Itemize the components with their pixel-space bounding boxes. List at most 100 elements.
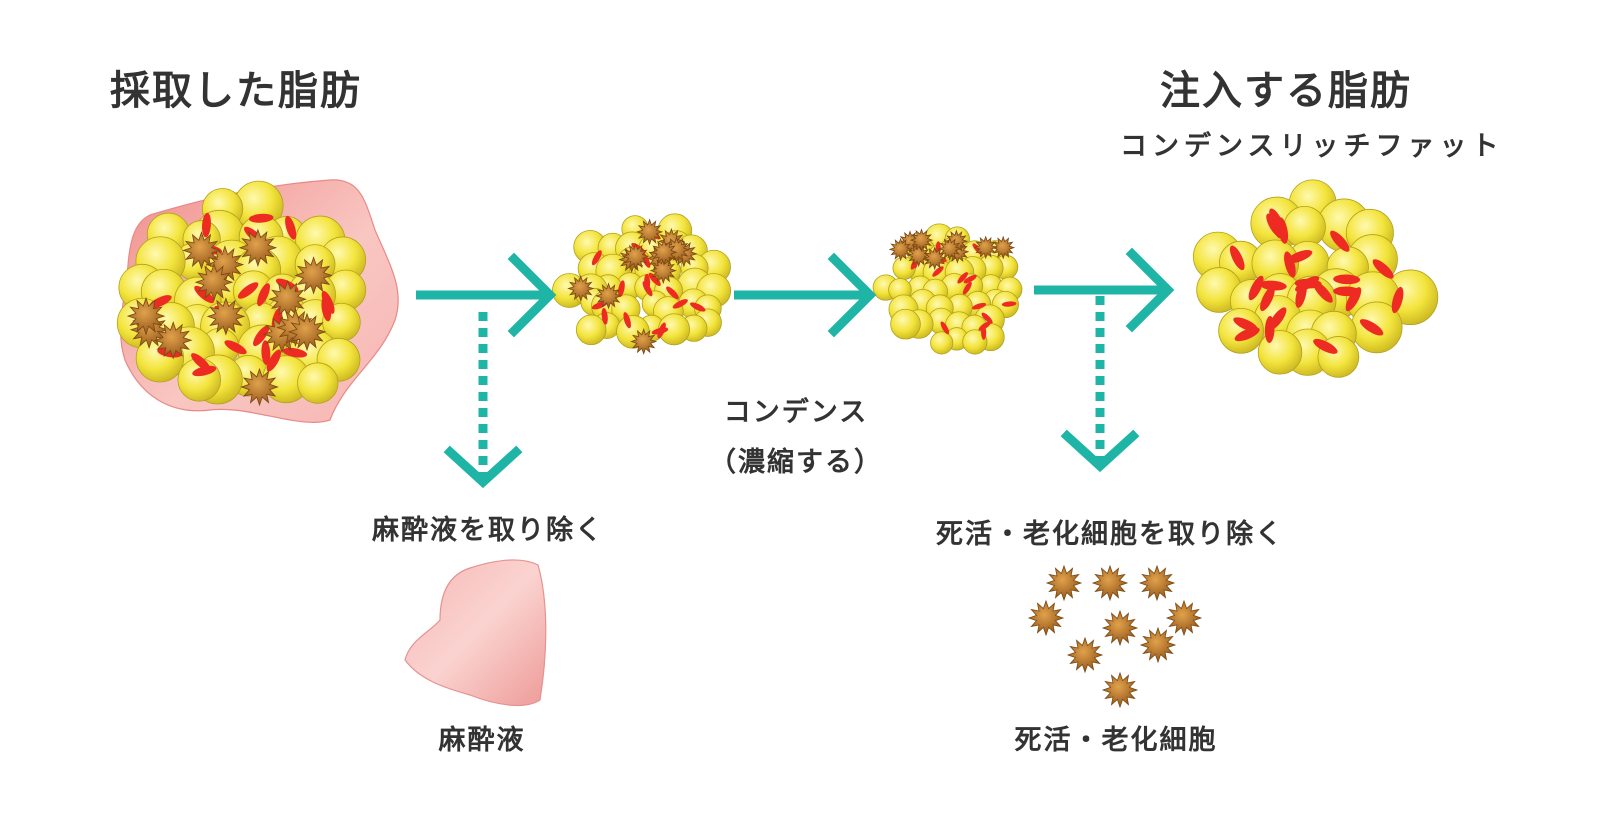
dead-cell-icon — [567, 274, 595, 303]
condense-rich-fat-cluster — [1192, 179, 1439, 378]
fat-cell-icon — [297, 362, 339, 404]
arrow-head — [507, 252, 557, 338]
dead-cell-icon — [1101, 609, 1139, 647]
blood-cell-icon — [1372, 259, 1394, 279]
blood-cell-icon — [1260, 286, 1275, 312]
fat-cell-icon — [962, 329, 988, 355]
arrow-head — [443, 445, 523, 489]
subtitle-condense-rich-fat: コンデンスリッチファット — [1120, 131, 1504, 162]
blood-cell-icon — [1248, 275, 1264, 301]
title-injected-fat: 注入する脂肪 — [1160, 67, 1412, 114]
blood-cell-icon — [601, 307, 608, 325]
remove-dead-cells-label: 死活・老化細胞を取り除く — [936, 519, 1284, 550]
arrow-head — [1060, 429, 1140, 473]
blood-cell-icon — [253, 325, 270, 347]
blood-cell-icon — [148, 295, 172, 309]
dead-cell-icon — [206, 297, 246, 336]
blood-cell-icon — [963, 274, 977, 284]
dead-cell-icon — [937, 236, 962, 261]
dead-cell-icon — [1045, 564, 1083, 602]
first-separated-cluster — [552, 213, 732, 356]
blood-cell-icon — [623, 312, 631, 329]
blood-cell-icon — [261, 340, 271, 366]
dead-cell-icon — [650, 238, 678, 266]
blood-cell-icon — [940, 321, 950, 335]
removed-anesthetic-blob — [404, 559, 547, 706]
dead-cell-icon — [649, 257, 677, 285]
condense-label: コンデンス — [723, 397, 869, 428]
blood-cell-icon — [672, 299, 688, 309]
blood-cell-icon — [1234, 327, 1260, 342]
condense-sub-label: （濃縮する） — [709, 447, 883, 478]
blood-cell-icon — [962, 281, 972, 295]
fat-cell-icon — [1218, 307, 1264, 354]
blood-cell-icon — [1295, 281, 1307, 308]
blood-cell-icon — [618, 280, 625, 297]
dead-cell-icon — [287, 312, 327, 352]
blood-cell-icon — [981, 312, 993, 324]
anesthetic-label: 麻酔液 — [438, 725, 526, 756]
dead-cell-icon — [1101, 671, 1139, 709]
dead-cell-icon — [1138, 564, 1176, 602]
blood-cell-icon — [282, 347, 308, 358]
blood-cell-icon — [932, 266, 944, 277]
fat-cell-icon — [575, 314, 607, 346]
arrow-remove-dead-cells — [1060, 296, 1140, 473]
blood-cell-icon — [1359, 319, 1384, 336]
blood-cell-icon — [648, 272, 661, 286]
blood-cell-icon — [591, 250, 602, 266]
blood-cell-icon — [285, 215, 297, 240]
harvested-fat-cluster — [116, 180, 367, 407]
dead-cell-icon — [594, 282, 623, 310]
dead-cell-icon — [238, 228, 278, 268]
dead-cell-icon — [126, 296, 166, 336]
dead-cell-icon — [194, 262, 234, 302]
blood-cell-icon — [690, 302, 706, 312]
dead-cell-icon — [973, 235, 998, 260]
blood-cell-icon — [957, 272, 969, 284]
arrow-head — [827, 252, 877, 338]
blood-cell-icon — [237, 282, 259, 299]
dead-cell-icon — [636, 218, 664, 246]
dead-cells-group — [1027, 564, 1203, 709]
fat-cell-icon — [890, 308, 921, 340]
dead-cell-icon — [1165, 599, 1203, 637]
dead-cell-icon — [153, 321, 193, 360]
blood-cell-icon — [972, 302, 987, 310]
blood-cell-icon — [1266, 213, 1283, 238]
blood-cell-icon — [224, 340, 247, 355]
dead-cell-icon — [909, 228, 934, 253]
dead-cell-icon — [1027, 599, 1065, 637]
blood-cell-icon — [1264, 316, 1275, 344]
dead-cell-icon — [630, 327, 658, 356]
blood-cell-icon — [1259, 280, 1287, 291]
remove-anesthetic-label: 麻酔液を取り除く — [372, 515, 604, 546]
dead-cell-icon — [1091, 564, 1129, 602]
arrow-to-injection — [1034, 247, 1175, 333]
arrow-head — [1125, 247, 1175, 333]
blood-cell-icon — [644, 273, 651, 291]
blood-cell-icon — [1313, 281, 1333, 303]
dead-cell-icon — [182, 231, 221, 270]
dead-cell-icon — [129, 310, 169, 350]
condensed-cluster — [872, 223, 1023, 355]
dead-cells-label: 死活・老化細胞 — [1014, 725, 1218, 756]
blood-cell-icon — [192, 365, 217, 377]
blood-cell-icon — [1330, 230, 1350, 252]
dead-cell-icon — [1066, 636, 1104, 674]
blood-cell-icon — [1333, 286, 1361, 297]
dead-cell-icon — [663, 236, 691, 264]
blood-cell-icon — [257, 283, 271, 307]
blood-cell-icon — [321, 296, 332, 322]
arrow-to-separation — [416, 252, 557, 338]
dead-cell-icon — [622, 242, 650, 270]
blood-cell-icon — [202, 212, 211, 238]
blood-cell-icon — [1284, 251, 1296, 278]
blood-cell-icon — [1286, 250, 1313, 264]
dead-cell-icon — [1139, 626, 1177, 664]
blood-cell-icon — [666, 286, 679, 300]
blood-cell-icon — [1001, 301, 1017, 307]
blood-cell-icon — [266, 349, 282, 372]
